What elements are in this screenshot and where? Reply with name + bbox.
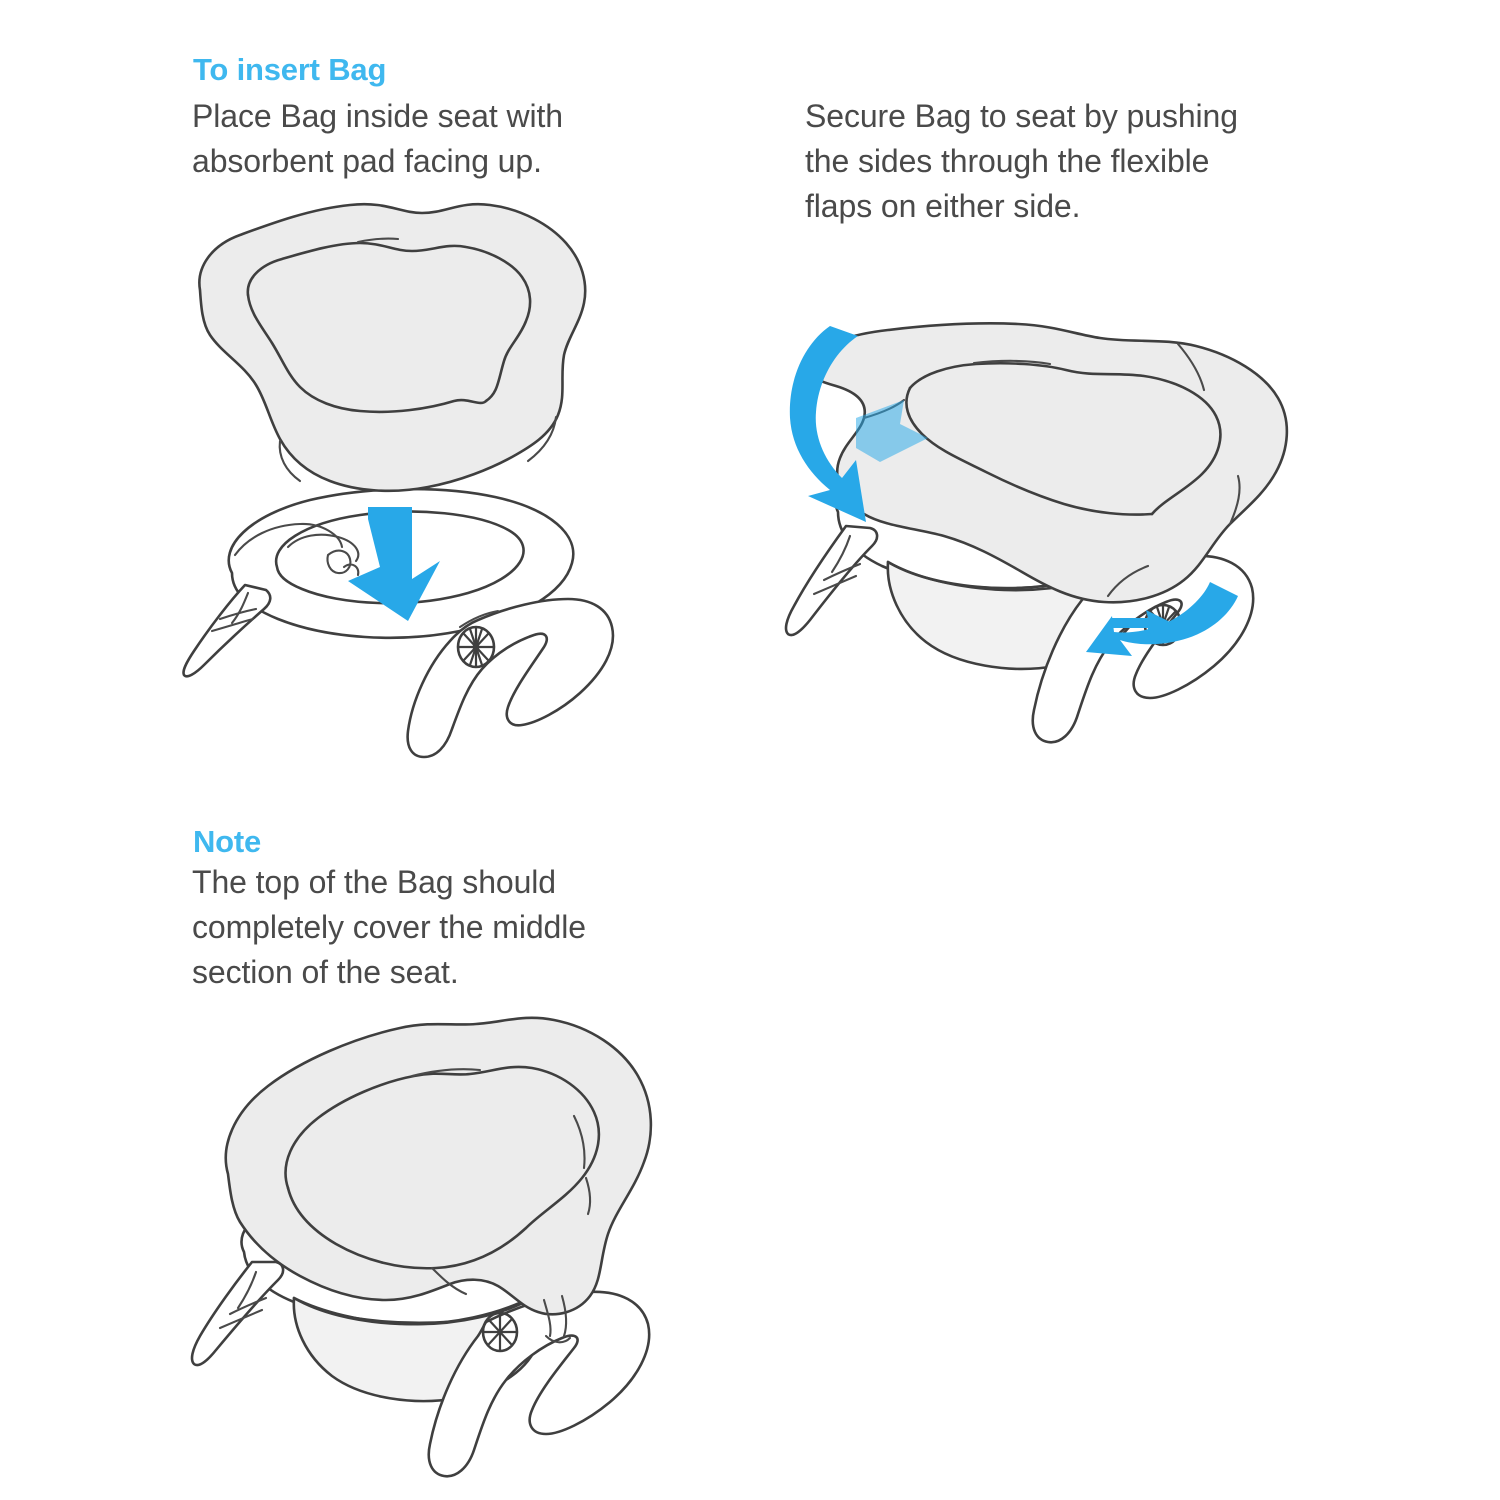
illustration-secure-bag	[760, 300, 1350, 780]
wheel-rosette-icon	[456, 625, 496, 669]
note-instruction-text: The top of the Bag should completely cov…	[192, 860, 812, 995]
left-leg	[190, 1260, 285, 1367]
note-heading: Note	[193, 823, 262, 859]
left-flap-arrow-icon	[789, 326, 928, 522]
right-flap-arrow-icon	[1086, 582, 1238, 656]
secure-bag-line-3: flaps on either side.	[805, 188, 1081, 224]
wheel-rosette-icon	[481, 1311, 519, 1353]
note-line-2: completely cover the middle	[192, 909, 586, 945]
bag-group	[802, 322, 1289, 604]
secure-bag-line-1: Secure Bag to seat by pushing	[805, 98, 1238, 134]
secure-bag-instruction-text: Secure Bag to seat by pushing the sides …	[805, 94, 1425, 229]
insert-bag-heading: To insert Bag	[193, 51, 387, 87]
illustration-insert-bag	[160, 195, 630, 765]
bag-group	[224, 1016, 653, 1344]
note-line-3: section of the seat.	[192, 954, 459, 990]
left-leg	[784, 524, 879, 637]
note-line-1: The top of the Bag should	[192, 864, 556, 900]
insert-bag-line-2: absorbent pad facing up.	[192, 143, 542, 179]
left-leg	[182, 583, 272, 678]
secure-bag-line-2: the sides through the flexible	[805, 143, 1210, 179]
insert-bag-line-1: Place Bag inside seat with	[192, 98, 563, 134]
down-arrow-into-seat-icon	[348, 507, 440, 621]
illustration-note-covered-seat	[170, 1000, 700, 1480]
insert-bag-instruction-text: Place Bag inside seat with absorbent pad…	[192, 94, 812, 184]
bag-group	[198, 202, 587, 493]
